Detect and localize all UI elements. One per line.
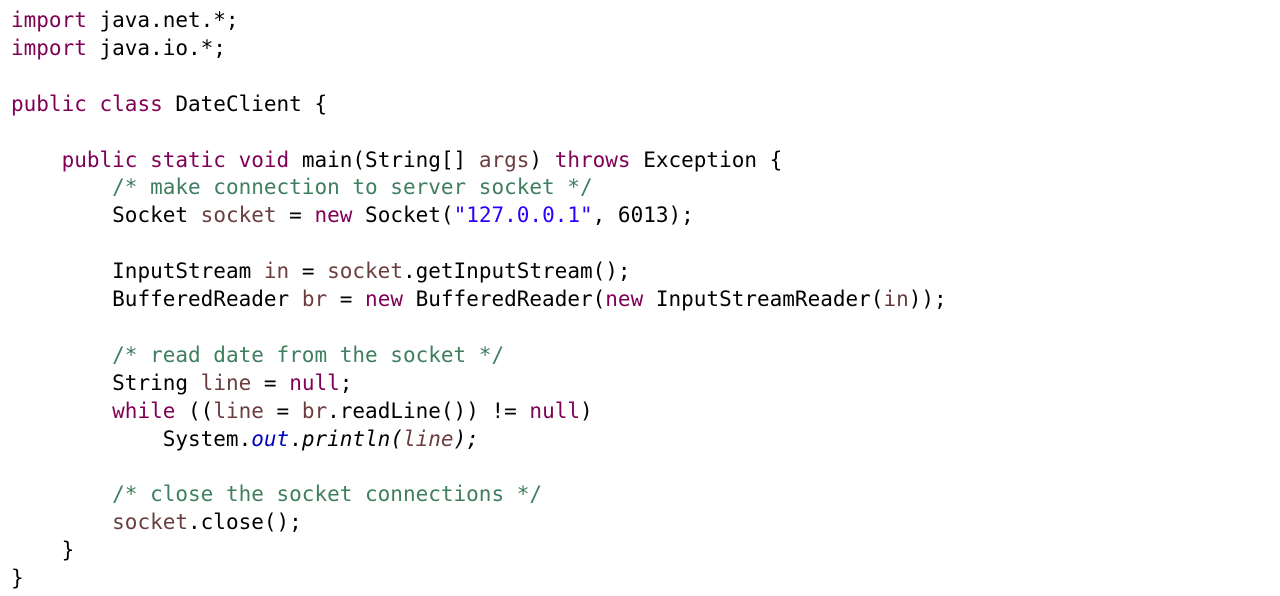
code-token: Socket (112, 203, 201, 228)
code-token: /* make connection to server socket */ (112, 175, 593, 200)
code-token: . (289, 426, 302, 451)
code-token: .getInputStream(); (402, 259, 631, 284)
code-token: .readLine()) != (327, 398, 530, 423)
code-token: Socket( (352, 203, 454, 228)
code-token: import (11, 8, 87, 32)
code-token: InputStreamReader( (643, 287, 884, 311)
code-token: ) (529, 147, 555, 172)
code-token: socket (200, 203, 277, 228)
code-token: , 6013); (592, 203, 694, 228)
code-token: public (11, 91, 87, 116)
code-token: new (314, 203, 353, 228)
code-line: } (11, 564, 24, 592)
code-line: public class DateClient { (11, 90, 327, 118)
code-line: while ((line = br.readLine()) != null) (11, 397, 593, 425)
code-indent (11, 287, 112, 311)
code-indent (11, 343, 112, 367)
code-token: line (402, 426, 454, 451)
code-token: public (61, 147, 138, 172)
code-indent (11, 259, 112, 283)
code-token: new (365, 287, 403, 311)
code-token: out (251, 426, 290, 451)
code-token: new (605, 287, 644, 311)
code-token: = (327, 287, 366, 311)
code-token: InputStream (112, 259, 264, 284)
code-token: ); (453, 426, 479, 451)
code-line: Socket socket = new Socket("127.0.0.1", … (11, 201, 694, 229)
code-token (137, 148, 150, 172)
code-token (87, 92, 100, 116)
code-indent (11, 148, 62, 172)
code-token: null (529, 398, 580, 423)
code-token: /* close the socket connections */ (112, 482, 543, 507)
code-line: import java.io.*; (11, 34, 226, 62)
code-line: /* read date from the socket */ (11, 341, 504, 369)
code-token: socket (112, 510, 189, 535)
code-token: = (263, 398, 302, 423)
code-indent (11, 482, 112, 506)
code-token: .close(); (188, 510, 302, 535)
code-indent (11, 399, 112, 423)
code-token: System. (162, 426, 252, 451)
code-token: "127.0.0.1" (453, 203, 593, 228)
code-line: /* make connection to server socket */ (11, 173, 593, 201)
code-token: = (289, 259, 328, 284)
code-token: ) (580, 398, 593, 423)
code-token: BufferedReader( (402, 287, 606, 311)
code-token: } (11, 566, 24, 590)
code-token: line (200, 370, 252, 395)
code-token: static (150, 147, 226, 172)
code-token: = (251, 370, 290, 395)
code-token: )); (908, 287, 947, 311)
code-indent (11, 538, 62, 562)
code-token: class (99, 91, 163, 116)
code-token: = (276, 203, 315, 228)
code-indent (11, 371, 112, 395)
code-token: java.io.*; (86, 35, 226, 60)
code-line: BufferedReader br = new BufferedReader(n… (11, 285, 947, 313)
code-token: in (263, 259, 290, 284)
code-line: String line = null; (11, 369, 352, 397)
code-indent (11, 510, 112, 534)
code-token: (( (175, 398, 214, 423)
code-token: br (301, 398, 328, 423)
code-indent (11, 203, 112, 227)
code-line: InputStream in = socket.getInputStream()… (11, 257, 631, 285)
code-token: void (238, 147, 290, 172)
code-token: br (301, 287, 328, 311)
code-token (226, 148, 239, 172)
code-line: import java.net.*; (11, 6, 239, 34)
code-token: import (11, 35, 87, 60)
code-indent (11, 175, 112, 199)
code-token: java.net.*; (86, 8, 239, 32)
code-token: throws (554, 147, 631, 172)
code-token: BufferedReader (112, 287, 302, 311)
code-token: in (883, 287, 909, 311)
code-token: args (478, 147, 530, 172)
code-token: null (289, 370, 340, 395)
code-line: public static void main(String[] args) t… (11, 146, 783, 174)
code-line: System.out.println(line); (11, 425, 479, 453)
code-indent (11, 427, 163, 451)
code-token: ; (339, 370, 353, 395)
code-token: String (112, 370, 201, 395)
code-token: socket (327, 259, 403, 284)
code-token: line (213, 398, 264, 423)
code-token: } (61, 538, 75, 563)
code-token: /* read date from the socket */ (112, 342, 505, 367)
code-token: while (112, 398, 176, 423)
code-line: /* close the socket connections */ (11, 480, 542, 508)
code-line: } (11, 536, 75, 564)
code-line: socket.close(); (11, 508, 302, 536)
code-token: println( (301, 426, 403, 451)
code-token: DateClient { (162, 91, 328, 116)
code-token: Exception { (630, 147, 783, 172)
code-token: main(String[] (289, 147, 479, 172)
